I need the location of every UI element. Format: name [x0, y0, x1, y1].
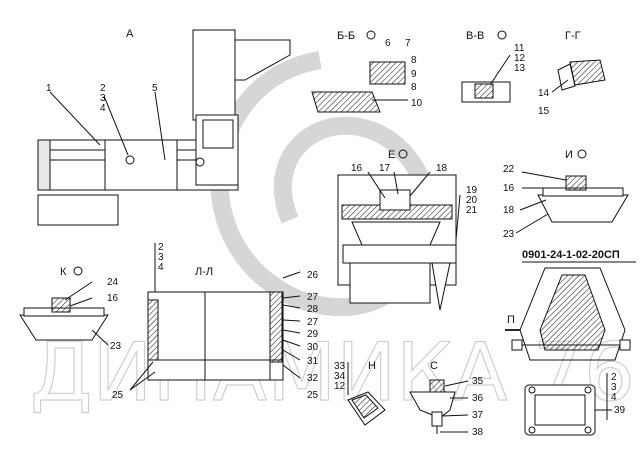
- callout-29: 29: [307, 329, 319, 340]
- callout-22: 22: [503, 164, 515, 175]
- view-i-title: И: [565, 149, 573, 161]
- callout-16c: 16: [107, 293, 119, 304]
- callout-9: 9: [411, 69, 417, 80]
- callout-3c: 3: [611, 382, 617, 393]
- callout-14: 14: [538, 88, 550, 99]
- view-k-title: К: [60, 266, 67, 278]
- callout-3a: 3: [100, 93, 106, 104]
- callout-25a: 25: [112, 390, 124, 401]
- view-bb-title: Б-Б: [337, 30, 355, 42]
- callout-18b: 18: [503, 205, 515, 216]
- callout-2b: 2: [158, 242, 164, 253]
- callout-1: 1: [46, 83, 52, 94]
- callout-3b: 3: [158, 252, 164, 263]
- callout-8a: 8: [411, 55, 417, 66]
- callout-28: 28: [307, 304, 319, 315]
- callout-15: 15: [538, 106, 550, 117]
- callout-19: 19: [466, 185, 478, 196]
- view-e-title: Е: [388, 149, 395, 161]
- callout-6: 6: [385, 38, 391, 49]
- view-ll-title: Л-Л: [195, 266, 213, 278]
- view-e: Е 16 17 18 19 20 21: [337, 149, 478, 311]
- callout-12b: 12: [334, 381, 346, 392]
- callout-8b: 8: [411, 82, 417, 93]
- callout-35: 35: [472, 376, 484, 387]
- callout-27b: 27: [307, 317, 319, 328]
- callout-18a: 18: [436, 163, 448, 174]
- callout-36: 36: [472, 393, 484, 404]
- view-gg-title: Г-Г: [565, 30, 581, 42]
- view-s-title: С: [430, 360, 438, 372]
- callout-39: 39: [614, 405, 626, 416]
- callout-38: 38: [472, 427, 484, 438]
- view-p: П: [505, 267, 631, 361]
- callout-32: 32: [307, 373, 319, 384]
- view-a: А 1 2 3 4 5: [37, 28, 291, 226]
- plate-view: 2 3 4 39: [524, 372, 626, 436]
- callout-2a: 2: [100, 83, 106, 94]
- callout-2c: 2: [611, 372, 617, 383]
- view-p-title: П: [507, 314, 515, 326]
- view-s: С 35 36 37 38: [409, 360, 484, 438]
- callout-17: 17: [379, 163, 391, 174]
- callout-31: 31: [307, 356, 319, 367]
- callout-23b: 23: [110, 341, 122, 352]
- callout-25b: 25: [307, 390, 319, 401]
- view-n: Н 33 34 12: [334, 360, 386, 426]
- callout-24: 24: [107, 277, 119, 288]
- callout-16b: 16: [503, 183, 515, 194]
- callout-33: 33: [334, 361, 346, 372]
- callout-30: 30: [307, 342, 319, 353]
- callout-26: 26: [307, 270, 319, 281]
- drawing-code: 0901-24-1-02-20СП: [522, 249, 620, 261]
- callout-10: 10: [411, 98, 423, 109]
- callout-4c: 4: [611, 392, 617, 403]
- view-i: И 22 16 18 23: [503, 149, 629, 240]
- view-bb: Б-Б 6 7 8 9 8 10: [311, 30, 423, 113]
- view-vv: В-В 11 12 13: [461, 30, 526, 103]
- callout-13: 13: [514, 63, 526, 74]
- callout-4b: 4: [158, 262, 164, 273]
- callout-5: 5: [152, 83, 158, 94]
- view-ll: Л-Л 2 3 4 26 27 28 27 29 30 31 32 25 25: [112, 242, 319, 401]
- callout-21: 21: [466, 205, 478, 216]
- callout-7: 7: [405, 38, 411, 49]
- callout-16a: 16: [351, 163, 363, 174]
- callout-12a: 12: [514, 53, 526, 64]
- view-k: К 24 16 23: [19, 266, 122, 352]
- callout-11: 11: [514, 43, 525, 54]
- callout-37: 37: [472, 410, 484, 421]
- callout-4a: 4: [100, 103, 106, 114]
- view-vv-title: В-В: [466, 30, 484, 42]
- callout-20: 20: [466, 195, 478, 206]
- callout-34: 34: [334, 371, 346, 382]
- view-gg: Г-Г 14 15: [538, 30, 606, 117]
- view-n-title: Н: [368, 360, 376, 372]
- callout-23a: 23: [503, 229, 515, 240]
- callout-27a: 27: [307, 292, 319, 303]
- view-a-title: А: [126, 28, 134, 40]
- drawing-code-block: 0901-24-1-02-20СП: [522, 249, 636, 263]
